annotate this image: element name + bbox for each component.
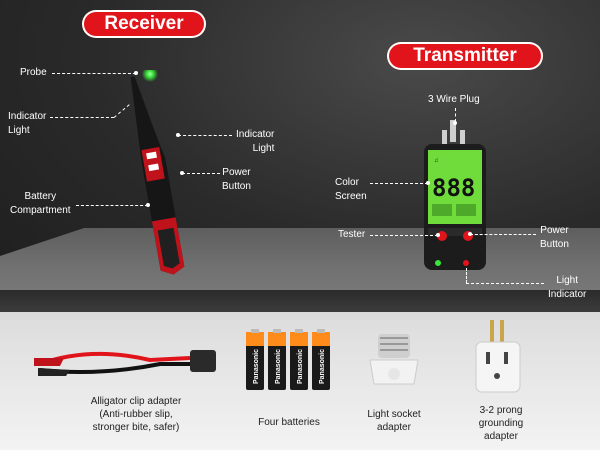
plug-leader (455, 108, 456, 122)
alligator-clip-label: Alligator clip adapter (Anti-rubber slip… (90, 396, 182, 433)
screen-leader (370, 183, 428, 184)
battery-brand-2: Panasonic (275, 349, 282, 384)
tester-label: Tester (338, 229, 366, 240)
light-socket-label: Light socket adapter (367, 409, 421, 433)
indicator-left-leader (50, 117, 114, 118)
four-batteries: Panasonic Panasonic Panasonic Panasonic (246, 329, 330, 390)
batteries-label: Four batteries (258, 417, 320, 428)
indicator-right-dot (176, 133, 180, 137)
light-indicator-label: Light Indicator (548, 275, 587, 300)
transmitter-power-label: Power Button (540, 225, 569, 250)
indicator-light-right-label: Indicator Light (236, 129, 275, 154)
receiver-power-dot (180, 171, 184, 175)
transmitter-device: ♫ 888 (424, 120, 486, 270)
alligator-clip-adapter (34, 350, 216, 376)
battery-dot (146, 203, 150, 207)
screen-digits: 888 (432, 174, 475, 202)
light-indicator-leader-vertical (466, 268, 467, 283)
battery-brand-1: Panasonic (253, 349, 260, 384)
screen-dot (426, 181, 430, 185)
battery-compartment-label: Battery Compartment (10, 191, 71, 216)
indicator-light-left-label: Indicator Light (8, 111, 47, 136)
battery-brand-3: Panasonic (297, 349, 304, 384)
receiver-power-label: Power Button (222, 167, 251, 192)
table-edge (0, 290, 600, 312)
transmitter-heading: Transmitter (387, 42, 543, 70)
probe-label: Probe (20, 67, 47, 78)
receiver-heading: Receiver (82, 10, 206, 38)
receiver-power-leader (182, 173, 220, 174)
plug-dot (453, 121, 457, 125)
tester-dot (436, 233, 440, 237)
prong-adapter (475, 320, 521, 393)
table-surface (0, 228, 600, 298)
color-screen-label: Color Screen (335, 177, 367, 202)
light-socket-adapter (369, 334, 419, 385)
light-indicator-leader (466, 283, 544, 284)
receiver-pen (130, 70, 185, 275)
tester-leader (370, 235, 438, 236)
tx-power-leader (470, 234, 536, 235)
battery-brand-4: Panasonic (319, 349, 326, 384)
probe-leader (52, 73, 136, 74)
battery-leader (76, 205, 148, 206)
plug-label: 3 Wire Plug (428, 94, 480, 105)
prong-adapter-label: 3-2 prong grounding adapter (478, 405, 524, 442)
svg-text:♫: ♫ (434, 158, 439, 164)
tx-power-dot (468, 232, 472, 236)
indicator-right-leader (178, 135, 232, 136)
probe-dot (134, 71, 138, 75)
